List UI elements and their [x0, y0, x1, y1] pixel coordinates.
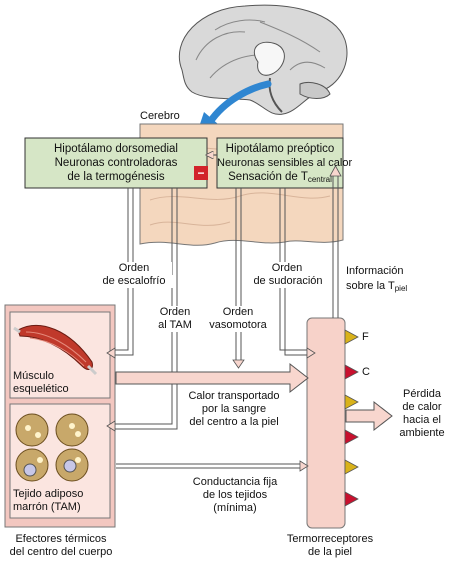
calor-label-3: del centro a la piel: [189, 416, 279, 428]
conduct-label-3: (mínima): [213, 502, 257, 514]
orden-sudor-label-1: Orden: [255, 262, 319, 275]
skin-panel: [306, 317, 346, 529]
orden-tam-label-1: Orden: [150, 306, 200, 319]
preoptic-neurons: Neuronas sensibles al calor: [217, 157, 353, 169]
orden-escalofrio-label-1: Orden: [96, 262, 172, 275]
tejido-label-2: marrón (TAM): [13, 501, 81, 513]
dorsomedial-function: de la termogénesis: [67, 171, 165, 183]
conduct-label-1: Conductancia fija: [192, 476, 278, 488]
inhibit-sign-bg: [194, 166, 208, 180]
preoptic-sensation: Sensación de Tcentral: [228, 171, 332, 184]
tejido-label-1: Tejido adiposo: [13, 488, 84, 500]
termo-label-2: de la piel: [307, 546, 353, 558]
info-label-2: sobre la Tpiel: [346, 280, 408, 293]
cold-receptor-letter: F: [362, 331, 369, 343]
cold-receptor-1: [344, 329, 359, 345]
efectores-label-1: Efectores térmicos: [15, 533, 107, 545]
efectores-label-2: del centro del cuerpo: [9, 546, 113, 558]
calor-label-2: por la sangre: [201, 403, 267, 415]
preoptic-title: Hipotálamo preóptico: [225, 143, 335, 155]
warm-receptor-2: [344, 429, 359, 445]
perdida-label-2: de calor: [402, 401, 442, 413]
cold-receptor-3: [344, 459, 359, 475]
orden-sudor-label-2: de sudoración: [248, 275, 328, 288]
termo-label-1: Termorreceptores: [286, 533, 374, 545]
brain-sagittal-image: [178, 4, 348, 115]
orden-tam-label-2: al TAM: [150, 319, 200, 332]
orden-escalofrio-label-2: de escalofrío: [94, 275, 174, 288]
brown-adipose-image: [15, 413, 89, 482]
conduct-label-2: de los tejidos: [202, 489, 268, 501]
preoptic-box: [216, 137, 344, 189]
musculo-label-2: esquelético: [13, 383, 69, 395]
musculo-label-1: Músculo: [13, 370, 54, 382]
blue-pointer-arrow: [206, 80, 272, 126]
inhibit-sign: −: [197, 166, 205, 180]
heat-loss-arrow: [345, 400, 393, 432]
warm-receptor-3: [344, 491, 359, 507]
cold-receptor-2: [344, 394, 359, 410]
calor-label-1: Calor transportado: [188, 390, 280, 402]
dorsomedial-neurons: Neuronas controladoras: [54, 157, 178, 169]
perdida-label-4: ambiente: [399, 427, 445, 439]
warm-receptor-1: [344, 364, 359, 380]
conductance-arrow: [299, 460, 309, 472]
orden-vaso-label-2: vasomotora: [205, 319, 271, 332]
info-label-1: Información: [346, 265, 404, 277]
warm-receptor-letter: C: [362, 366, 370, 378]
orden-vaso-label-1: Orden: [205, 306, 271, 319]
heat-transport-arrow: [115, 362, 309, 394]
perdida-label-3: hacia el: [403, 414, 441, 426]
cerebro-label: Cerebro: [140, 110, 180, 122]
dorsomedial-box: [24, 137, 208, 189]
muscle-image: [13, 325, 98, 376]
perdida-label-1: Pérdida: [403, 388, 441, 400]
dorsomedial-title: Hipotálamo dorsomedial: [53, 143, 178, 155]
